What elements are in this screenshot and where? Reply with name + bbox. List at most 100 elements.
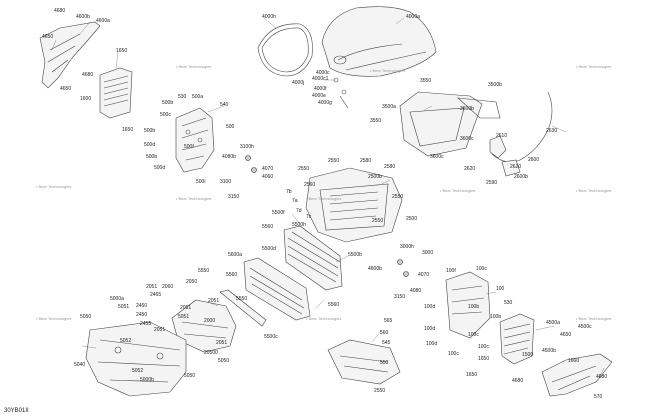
callout: 3100h [240,144,254,150]
callout: 4600b [368,266,382,272]
callout: 4000g [318,100,332,106]
callout: 530 [504,300,513,306]
front-bumper-5000 [85,321,187,397]
callout: 100 [496,286,505,292]
callout: 1650 [466,372,477,378]
callout: 5500b [348,252,362,258]
watermark: • Bear Technologies [36,316,71,321]
callout: 5052 [132,368,143,374]
callout: 1500 [522,352,533,358]
callout: 5560 [226,272,237,278]
callout: 500 [226,124,235,130]
callout: 3600b [460,106,474,112]
trim-strip-5550 [219,289,267,327]
callout: 500f [184,144,194,150]
watermark: • Bear Technologies [370,68,405,73]
callout: 2580 [384,164,395,170]
watermark: • Bear Technologies [576,316,611,321]
callout: 500b [162,100,173,106]
callout: 2051 [154,327,165,333]
callout: 3000 [422,250,433,256]
callout: 5600a [228,252,242,258]
callout: 2051 [180,305,191,311]
callout: 540 [220,102,229,108]
callout: 2580 [360,158,371,164]
callout: 100b [490,314,501,320]
callout: 2465 [150,292,161,298]
callout: 20500 [204,350,218,356]
callout: 500d [154,165,165,171]
callout: 560 [380,330,389,336]
callout: 5040 [74,362,85,368]
gasket-ring-4000h [257,23,313,77]
side-bracket-100 [445,271,491,339]
callout: 2051 [216,340,227,346]
callout: 2455 [140,321,151,327]
callout: 530 [178,94,187,100]
callout: 3600c [460,136,474,142]
callout: 565 [384,318,393,324]
callout: 4080b [222,154,236,160]
front-lower-cover-2000 [171,299,237,353]
callout: 2000 [204,318,215,324]
callout: 2550 [372,218,383,224]
callout: 5550 [236,296,247,302]
callout: 100c [468,332,479,338]
callout: 2600 [528,157,539,163]
callout: 2620 [464,166,475,172]
fender-trim-bottom-right [541,353,613,397]
callout: 4080 [410,288,421,294]
front-grille-5500 [283,225,343,291]
callout: 4500c [578,324,592,330]
storage-tub-3500 [399,91,501,157]
callout: 100c [478,344,489,350]
watermark: • Bear Technologies [576,64,611,69]
callout: 3500a [382,104,396,110]
callout: 500i [196,179,205,185]
callout: 2590 [486,180,497,186]
page-number: 30YB01II [4,408,29,414]
callout: 100c [476,266,487,272]
callout: 2610 [496,133,507,139]
callout: 5051 [178,314,189,320]
callout: 2050 [186,279,197,285]
callout: 5500h [292,222,306,228]
callout: 3000h [400,244,414,250]
skid-plate-560 [327,339,401,385]
callout: 4000e [312,93,326,99]
callout: 5051 [118,304,129,310]
callout: 2560 [304,182,315,188]
watermark: • Bear Technologies [36,184,71,189]
callout-labels: 4680 4600b 4600a 4650 4680 4650 1650 160… [42,8,607,400]
callout: 500a [192,94,203,100]
callout: 5560 [328,302,339,308]
radiator-frame-2500 [305,167,403,243]
callout: 4000h [262,14,276,20]
callout: 5500c [264,334,278,340]
callout: 2051 [208,298,219,304]
side-grille-left [99,67,133,119]
callout: 4600a [96,18,110,24]
callout: 7b [286,189,292,195]
callout: 4000a [406,14,420,20]
callout: 4500b [542,348,556,354]
bracket-2600 [489,135,521,177]
callout: 2500b [368,174,382,180]
callout: 100d [424,304,435,310]
watermark: • Bear Technologies [576,188,611,193]
callout: 2630 [546,128,557,134]
callout: 5500d [262,246,276,252]
callout: 1660 [568,358,579,364]
callout: 100d [424,326,435,332]
side-grille-right [499,313,535,365]
callout: 500d [144,142,155,148]
callout: 4000c [316,70,330,76]
callout: 4500a [546,320,560,326]
callout: 4680 [54,8,65,14]
callout: 3150 [228,194,239,200]
callout: 5550 [198,268,209,274]
callout: 2550 [298,166,309,172]
watermark: • Bear Technologies [440,188,475,193]
callout: 3550 [420,78,431,84]
